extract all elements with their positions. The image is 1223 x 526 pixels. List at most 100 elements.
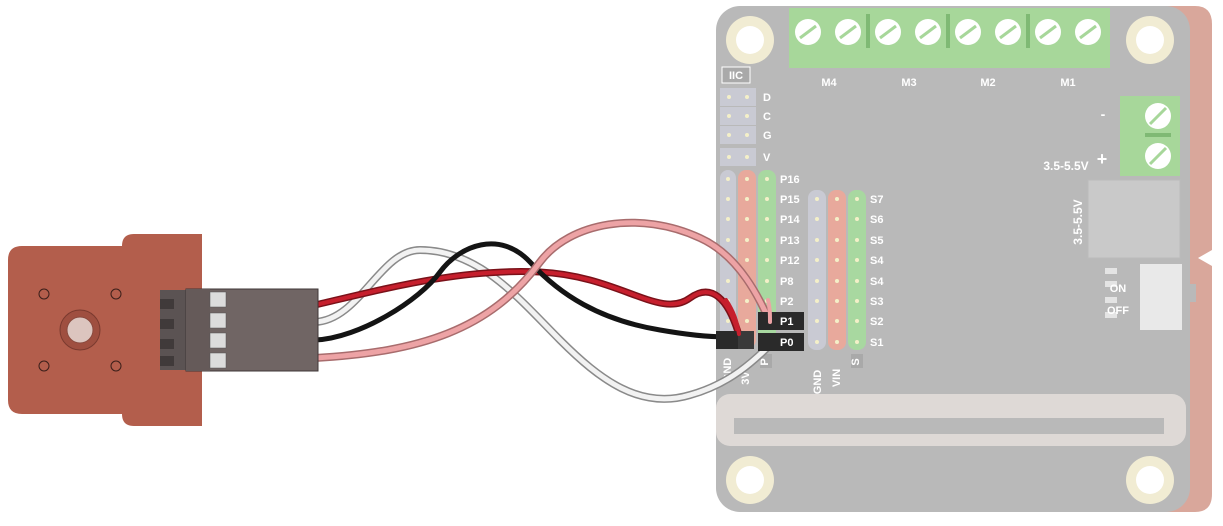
pin-hole xyxy=(726,197,730,201)
terminal-divider xyxy=(946,14,950,48)
servo-signal-column xyxy=(848,190,866,350)
header-bottom-label: P xyxy=(759,358,771,365)
edge-connector-slot xyxy=(716,394,1186,446)
power-switch[interactable] xyxy=(1105,264,1196,330)
wire-white[interactable] xyxy=(312,247,775,402)
board-body xyxy=(716,6,1190,512)
switch-off-label: OFF xyxy=(1107,305,1129,317)
pin-hole xyxy=(765,197,769,201)
module-hole-3 xyxy=(38,360,50,372)
motor-label: M3 xyxy=(901,77,916,89)
power-terminal xyxy=(1120,96,1180,176)
screw-slot xyxy=(919,24,937,40)
pin-hole xyxy=(726,217,730,221)
pin-hole xyxy=(726,279,730,283)
jack-voltage-label: 3.5-5.5V xyxy=(1071,199,1085,244)
pin-hole xyxy=(835,197,839,201)
pin-hole xyxy=(765,238,769,242)
pin-hole xyxy=(815,340,819,344)
motor-label: M1 xyxy=(1060,77,1075,89)
iic-pin-label: C xyxy=(763,111,771,123)
p0-label-box xyxy=(776,333,804,351)
pin-hole xyxy=(855,340,859,344)
gpio-pin-label: P16 xyxy=(780,174,800,186)
gpio-pin-label: P14 xyxy=(780,214,800,226)
power-plus-label: + xyxy=(1097,149,1108,169)
wire-ends xyxy=(724,298,772,336)
mount-hole-bottom-left xyxy=(726,456,774,504)
dupont-red-end xyxy=(738,331,754,349)
module-hole-2 xyxy=(110,288,122,300)
servo-gnd-column xyxy=(808,190,826,350)
iic-pin-label: V xyxy=(763,152,771,164)
switch-on-label: ON xyxy=(1110,283,1127,295)
terminal-divider xyxy=(866,14,870,48)
dupont-pink-end xyxy=(758,312,776,330)
pin-hole xyxy=(726,177,730,181)
pin-hole xyxy=(855,319,859,323)
label-box xyxy=(851,354,863,368)
knob-inner[interactable] xyxy=(66,316,94,344)
pin-hole xyxy=(815,279,819,283)
iic-pin-label: G xyxy=(763,130,772,142)
motor-labels: M4 M3 M2 M1 xyxy=(821,77,1075,89)
pin-hole xyxy=(855,299,859,303)
pin-hole xyxy=(835,238,839,242)
pin-hole xyxy=(835,217,839,221)
power-voltage-label: 3.5-5.5V xyxy=(1043,159,1088,173)
wire-black[interactable] xyxy=(312,241,745,343)
iic-pin-strip xyxy=(720,107,756,125)
gpio-pin-label: P1 xyxy=(780,316,793,328)
gpio-pin-label: P2 xyxy=(780,296,793,308)
mount-hole-bottom-right xyxy=(1126,456,1174,504)
pin-hole xyxy=(765,279,769,283)
power-jack xyxy=(1087,179,1181,259)
motor-screws xyxy=(795,14,1101,48)
pin-hole xyxy=(745,217,749,221)
module-hole-4 xyxy=(110,360,122,372)
pin-hole xyxy=(815,217,819,221)
motor-label: M2 xyxy=(980,77,995,89)
wire-red[interactable] xyxy=(313,269,740,334)
servo-pin-label: S1 xyxy=(870,337,883,349)
switch-knob[interactable] xyxy=(1182,284,1196,302)
header-bottom-label: S xyxy=(850,358,862,365)
screw-slot xyxy=(879,24,897,40)
gpio-pin-label: P0 xyxy=(780,337,793,349)
wire-pink[interactable] xyxy=(312,220,773,361)
pin-hole xyxy=(745,299,749,303)
switch-body[interactable] xyxy=(1140,264,1182,330)
servo-pin-label: S5 xyxy=(870,235,883,247)
label-box xyxy=(760,354,772,368)
pin-hole xyxy=(815,258,819,262)
screw-slot xyxy=(1039,24,1057,40)
pin-hole xyxy=(745,155,749,159)
pin-hole xyxy=(855,238,859,242)
servo-pin-label: S7 xyxy=(870,194,883,206)
pin-hole xyxy=(745,319,749,323)
iic-label: IIC xyxy=(729,70,743,82)
servo-pin-label: S4 xyxy=(870,276,884,288)
pin-hole xyxy=(855,258,859,262)
rotation-sensor-module xyxy=(8,234,202,426)
motor-label: M4 xyxy=(821,77,837,89)
pin-hole xyxy=(835,258,839,262)
iic-pin-label: D xyxy=(763,92,771,104)
header-bottom-label: GND xyxy=(812,370,824,395)
pin-hole xyxy=(855,217,859,221)
mount-hole-top-right xyxy=(1126,16,1174,64)
screw-slot xyxy=(1079,24,1097,40)
pin-hole xyxy=(727,155,731,159)
pin-hole xyxy=(815,319,819,323)
pin-hole xyxy=(765,217,769,221)
wires xyxy=(311,218,776,403)
pin-hole xyxy=(815,238,819,242)
board-side-connectors xyxy=(716,312,804,351)
servo-pin-label: S4 xyxy=(870,255,884,267)
gpio-pin-label: P15 xyxy=(780,194,800,206)
iic-pin-strip xyxy=(720,126,756,144)
power-minus-label: - xyxy=(1101,106,1106,122)
